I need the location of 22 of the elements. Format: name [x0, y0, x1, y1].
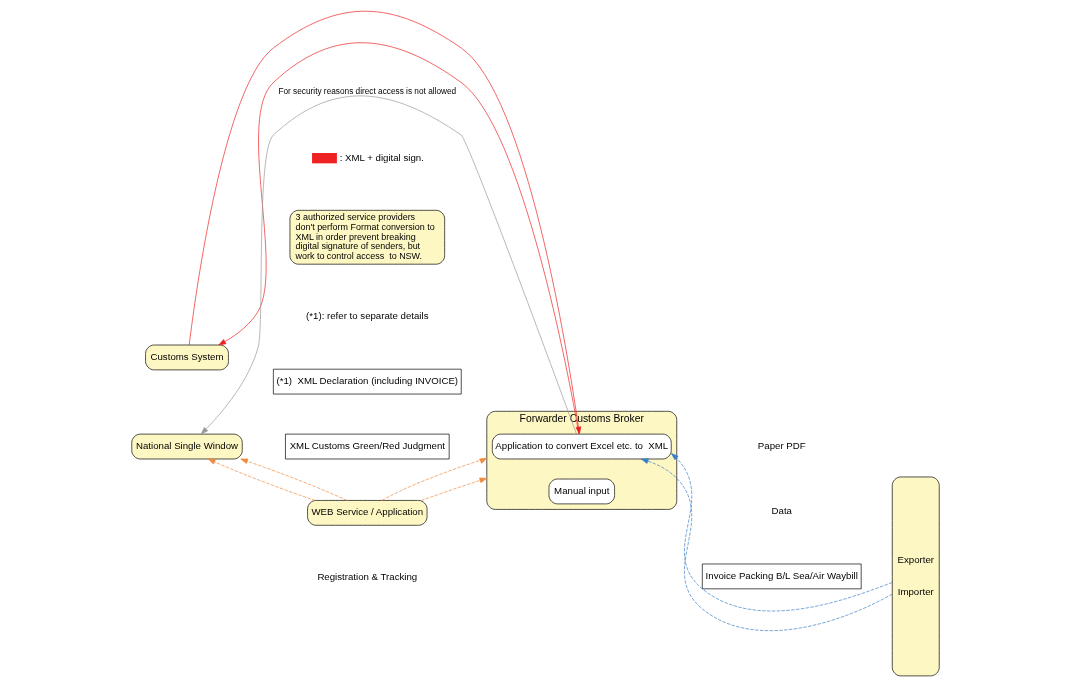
arrow: [640, 458, 892, 631]
legend-label: : XML + digital sign.: [339, 151, 424, 163]
arrow: [670, 453, 892, 612]
node-box: XML Customs Green/Red Judgment: [284, 433, 449, 460]
arrow: [200, 95, 577, 435]
node-box: WEB Service / Application: [306, 500, 427, 526]
arrow: [381, 457, 487, 501]
node-box: (*1) XML Declaration (including INVOICE): [272, 368, 462, 395]
arrow: [207, 458, 315, 501]
arrow: [420, 477, 487, 501]
node-box: Manual input: [548, 478, 615, 505]
node-box: National Single Window: [130, 433, 243, 460]
node-box: 3 authorized service providers don't perform Format conversion to XML in order prevent breaking digital signature of senders, but work to control access to NSW.: [289, 209, 445, 265]
node-box: Customs System: [144, 344, 229, 371]
node-box: Invoice Packing B/L Sea/Air Waybill: [701, 563, 862, 590]
node-box: Application to convert Excel etc. to XML: [491, 433, 672, 460]
node-box: Exporter Importer: [891, 476, 940, 677]
label: (*1): refer to separate details: [305, 310, 428, 322]
label: Registration & Tracking: [316, 571, 417, 583]
label: Data: [771, 505, 792, 517]
label: Paper PDF: [757, 440, 806, 452]
arrow: [239, 458, 347, 501]
